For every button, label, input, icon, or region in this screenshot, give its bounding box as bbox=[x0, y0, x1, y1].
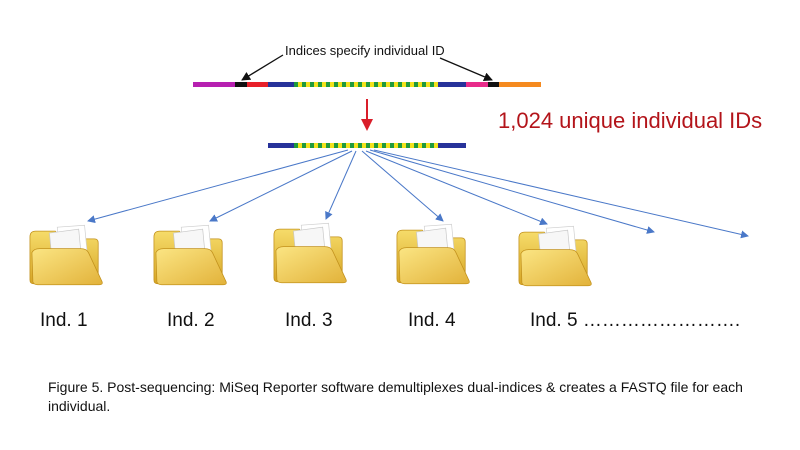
unique-ids-label: 1,024 unique individual IDs bbox=[498, 108, 763, 133]
folder-icon bbox=[153, 224, 227, 286]
segment-navy-right bbox=[438, 82, 466, 87]
segment-navy-right-bottom bbox=[438, 143, 466, 148]
segment-magenta bbox=[193, 82, 235, 87]
read-top-bar bbox=[193, 82, 541, 87]
index-annotation-label: Indices specify individual ID bbox=[285, 43, 445, 58]
fan-arrow-5 bbox=[365, 150, 548, 226]
fan-arrow-4 bbox=[361, 150, 444, 222]
individual-label-5: Ind. 5 ……………………. bbox=[530, 310, 741, 331]
individual-label-2: Ind. 2 bbox=[167, 310, 215, 331]
segment-index-black-left bbox=[235, 82, 247, 87]
segment-orange bbox=[499, 82, 541, 87]
folder-icon bbox=[29, 224, 103, 286]
folder-icon bbox=[518, 225, 592, 287]
figure-caption-text: Post-sequencing: MiSeq Reporter software… bbox=[48, 379, 743, 414]
figure-caption: Figure 5. Post-sequencing: MiSeq Reporte… bbox=[48, 378, 748, 416]
fan-arrow-3 bbox=[325, 150, 357, 220]
folder-icon bbox=[396, 223, 470, 285]
segment-navy-left-bottom bbox=[268, 143, 294, 148]
read-bottom-bar bbox=[268, 143, 466, 148]
segment-pink bbox=[466, 82, 488, 87]
annotation-arrow-right bbox=[439, 57, 493, 82]
individual-label-1: Ind. 1 bbox=[40, 310, 88, 331]
segment-index-black-right bbox=[488, 82, 499, 87]
fan-arrow-7 bbox=[373, 149, 749, 239]
folder-icon bbox=[273, 222, 347, 284]
fan-arrow-6 bbox=[369, 149, 655, 234]
fan-arrow-1 bbox=[87, 149, 349, 224]
individual-label-4: Ind. 4 bbox=[408, 310, 456, 331]
red-down-arrow bbox=[361, 99, 373, 131]
segment-navy-left bbox=[268, 82, 294, 87]
individual-label-3: Ind. 3 bbox=[285, 310, 333, 331]
segment-red bbox=[247, 82, 268, 87]
fan-arrow-2 bbox=[209, 150, 353, 222]
figure-caption-label: Figure 5. bbox=[48, 379, 104, 395]
annotation-arrow-left bbox=[241, 54, 284, 81]
fan-arrows bbox=[87, 149, 749, 239]
